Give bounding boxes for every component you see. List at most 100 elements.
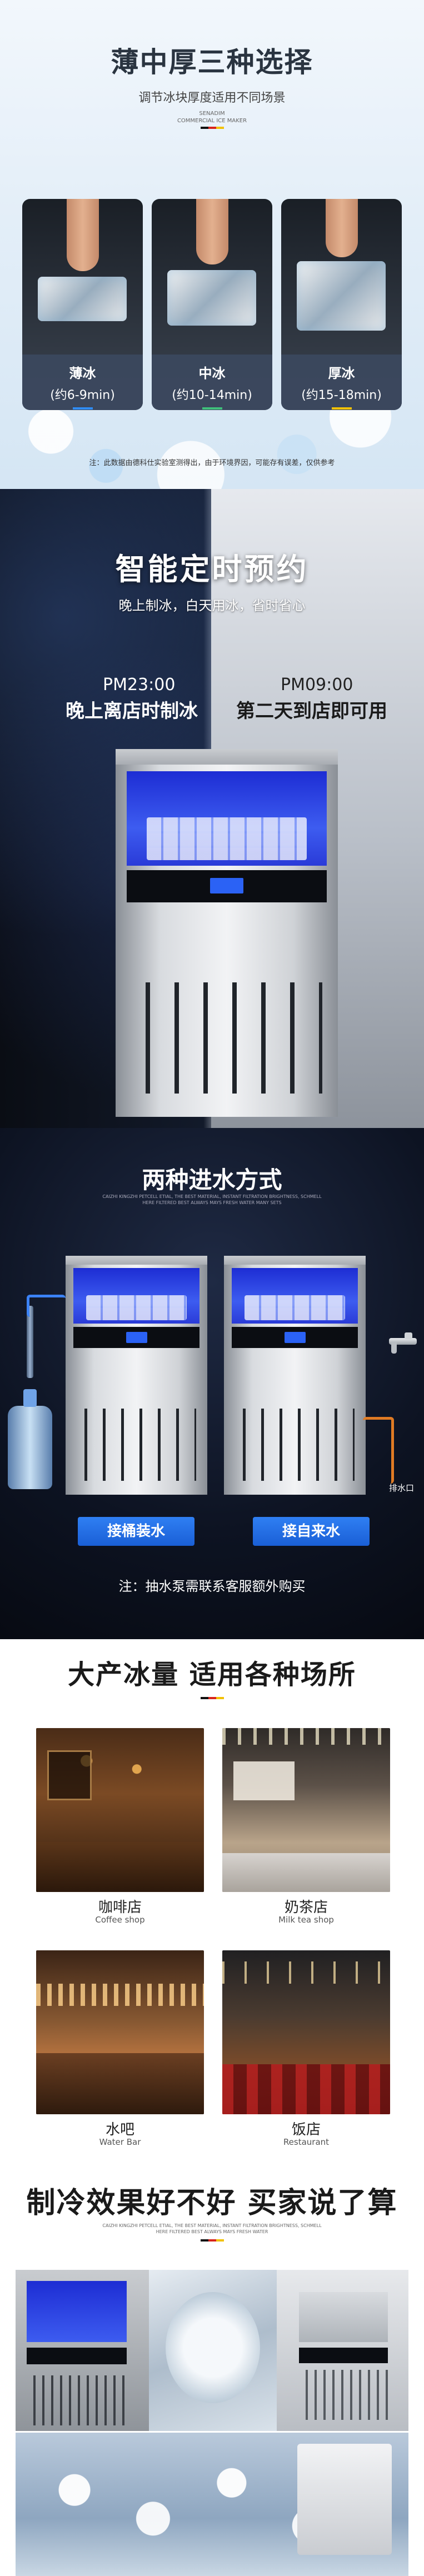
option-range: (约10-14min): [172, 388, 252, 402]
water-bottle-image: [8, 1306, 52, 1489]
water-bar-photo: [36, 1950, 204, 2114]
timer-subtitle-part-a: 晚上制冰，: [118, 598, 186, 613]
display-screen: [126, 1332, 147, 1343]
thickness-card-medium[interactable]: 中冰 (约10-14min): [152, 199, 272, 410]
restaurant-photo: [222, 1950, 390, 2114]
brand-line-1: SENADIM: [199, 111, 225, 117]
brand-line-2: COMMERCIAL ICE MAKER: [177, 118, 247, 124]
drain-pipe: [363, 1417, 394, 1484]
vent-grille: [235, 1409, 355, 1481]
scene-label-restaurant-en: Restaurant: [283, 2137, 330, 2147]
control-panel: [232, 1327, 358, 1348]
scene-label-milk-tea: 奶茶店: [284, 1899, 328, 1916]
card-caption: 薄冰 (约6-9min): [22, 355, 143, 410]
scene-label-water-bar: 水吧: [105, 2121, 134, 2138]
flag-stripe: [0, 1697, 424, 1699]
thickness-section: 薄中厚三种选择 调节冰块厚度适用不同场景 SENADIM COMMERCIAL …: [0, 0, 424, 489]
thickness-note: 注：此数据由德科仕实验室测得出，由于环境界因，可能存有误差，仅供参考: [89, 459, 335, 467]
brand-mark: SENADIM COMMERCIAL ICE MAKER: [0, 110, 424, 129]
day-description: 第二天到店即可用: [236, 700, 387, 722]
scenarios-section: 大产冰量 适用各种场所 咖啡店 Coffee shop 奶茶店 Milk tea…: [0, 1639, 424, 2167]
option-range: (约6-9min): [50, 388, 115, 402]
scenarios-title: 大产冰量 适用各种场所: [68, 1659, 356, 1690]
option-accent-bar: [72, 407, 93, 410]
thickness-options: 薄冰 (约6-9min) 中冰 (约10-14min) 厚冰: [22, 199, 402, 410]
water-fine-line-2: HERE FILTERED BEST ALWAYS MAYS FRESH WAT…: [142, 1200, 282, 1205]
timer-title: 智能定时预约: [0, 545, 424, 588]
reviews-title: 制冷效果好不好 买家说了算: [26, 2186, 398, 2220]
option-range: (约15-18min): [301, 388, 382, 402]
flag-stripe: [0, 2239, 424, 2241]
scene-label-coffee: 咖啡店: [98, 1899, 142, 1916]
ice-machine-left-image: [66, 1256, 207, 1495]
option-name: 厚冰: [328, 366, 355, 381]
option-name: 薄冰: [69, 366, 96, 381]
machine-window: [73, 1268, 199, 1324]
day-time: PM09:00: [281, 675, 353, 695]
thickness-title: 薄中厚三种选择: [111, 46, 313, 78]
reviews-fine-line-1: CAIZHI KINGZHI PETCELL ETIAL, THE BEST M…: [102, 2223, 322, 2228]
display-screen: [285, 1332, 306, 1343]
water-hose: [27, 1295, 66, 1317]
review-photo-ice-hand: [149, 2270, 277, 2431]
vent-grille: [133, 982, 322, 1094]
ice-cubes-image: [147, 817, 307, 860]
coffee-shop-photo: [36, 1728, 204, 1892]
night-time: PM23:00: [103, 675, 176, 695]
faucet-icon: [389, 1332, 417, 1355]
thickness-card-thick[interactable]: 厚冰 (约15-18min): [281, 199, 402, 410]
display-screen: [210, 878, 243, 893]
bottled-water-option-button[interactable]: 接桶装水: [78, 1517, 194, 1546]
card-caption: 中冰 (约10-14min): [152, 355, 272, 410]
machine-lid: [224, 1256, 366, 1265]
reviews-fine-print: CAIZHI KINGZHI PETCELL ETIAL, THE BEST M…: [0, 2223, 424, 2235]
review-photo-ice-cubes: [16, 2433, 408, 2576]
water-note: 注：抽水泵需联系客服额外购买: [118, 1579, 306, 1594]
option-accent-bar: [202, 407, 222, 410]
timer-title-part-b: 定时预约: [179, 552, 309, 587]
ice-cube-image: [38, 277, 127, 321]
water-fine-line-1: CAIZHI KINGZHI PETCELL ETIAL, THE BEST M…: [102, 1194, 322, 1199]
ice-cubes-image: [86, 1295, 187, 1320]
scene-label-milk-tea-en: Milk tea shop: [278, 1915, 334, 1925]
machine-lid: [66, 1256, 207, 1265]
scene-label-restaurant: 饭店: [291, 2121, 321, 2138]
finger-image: [196, 199, 228, 264]
ice-cube-image: [297, 261, 386, 331]
control-panel: [127, 870, 327, 902]
water-inlet-section: 两种进水方式 CAIZHI KINGZHI PETCELL ETIAL, THE…: [0, 1128, 424, 1639]
machine-window: [127, 771, 327, 866]
ice-machine-right-image: [224, 1256, 366, 1495]
scene-label-water-bar-en: Water Bar: [99, 2137, 141, 2147]
finger-image: [67, 199, 99, 271]
machine-lid: [116, 749, 338, 765]
night-description: 晚上离店时制冰: [66, 700, 198, 722]
timer-section: 智能定时预约 晚上制冰，白天用冰，省时省心 PM23:00 晚上离店时制冰 PM…: [0, 489, 424, 1128]
tap-water-option-button[interactable]: 接自来水: [253, 1517, 370, 1546]
finger-image: [326, 199, 358, 257]
timer-title-part-a: 智能: [115, 552, 180, 587]
water-title: 两种进水方式: [142, 1166, 282, 1194]
reviews-fine-line-2: HERE FILTERED BEST ALWAYS MAYS FRESH WAT…: [156, 2229, 268, 2234]
flag-stripe: [0, 127, 424, 129]
timer-subtitle-part-b: 白天用冰，省时省心: [185, 598, 306, 613]
reviews-section: 制冷效果好不好 买家说了算 CAIZHI KINGZHI PETCELL ETI…: [0, 2167, 424, 2576]
water-fine-print: CAIZHI KINGZHI PETCELL ETIAL, THE BEST M…: [0, 1194, 424, 1206]
thickness-card-thin[interactable]: 薄冰 (约6-9min): [22, 199, 143, 410]
option-name: 中冰: [198, 366, 226, 381]
card-caption: 厚冰 (约15-18min): [281, 355, 402, 410]
drain-label: 排水口: [389, 1483, 415, 1493]
timer-subtitle: 晚上制冰，白天用冰，省时省心: [0, 595, 424, 614]
review-photo-installed: [277, 2270, 408, 2431]
option-accent-bar: [331, 407, 352, 410]
machine-window: [232, 1268, 358, 1324]
control-panel: [73, 1327, 199, 1348]
scene-label-coffee-en: Coffee shop: [95, 1915, 145, 1925]
vent-grille: [77, 1409, 196, 1481]
milk-tea-shop-photo: [222, 1728, 390, 1892]
ice-machine-image: [116, 749, 338, 1117]
review-photo-machine: [16, 2270, 149, 2431]
ice-cubes-image: [244, 1295, 346, 1320]
ice-cube-image: [167, 270, 256, 326]
